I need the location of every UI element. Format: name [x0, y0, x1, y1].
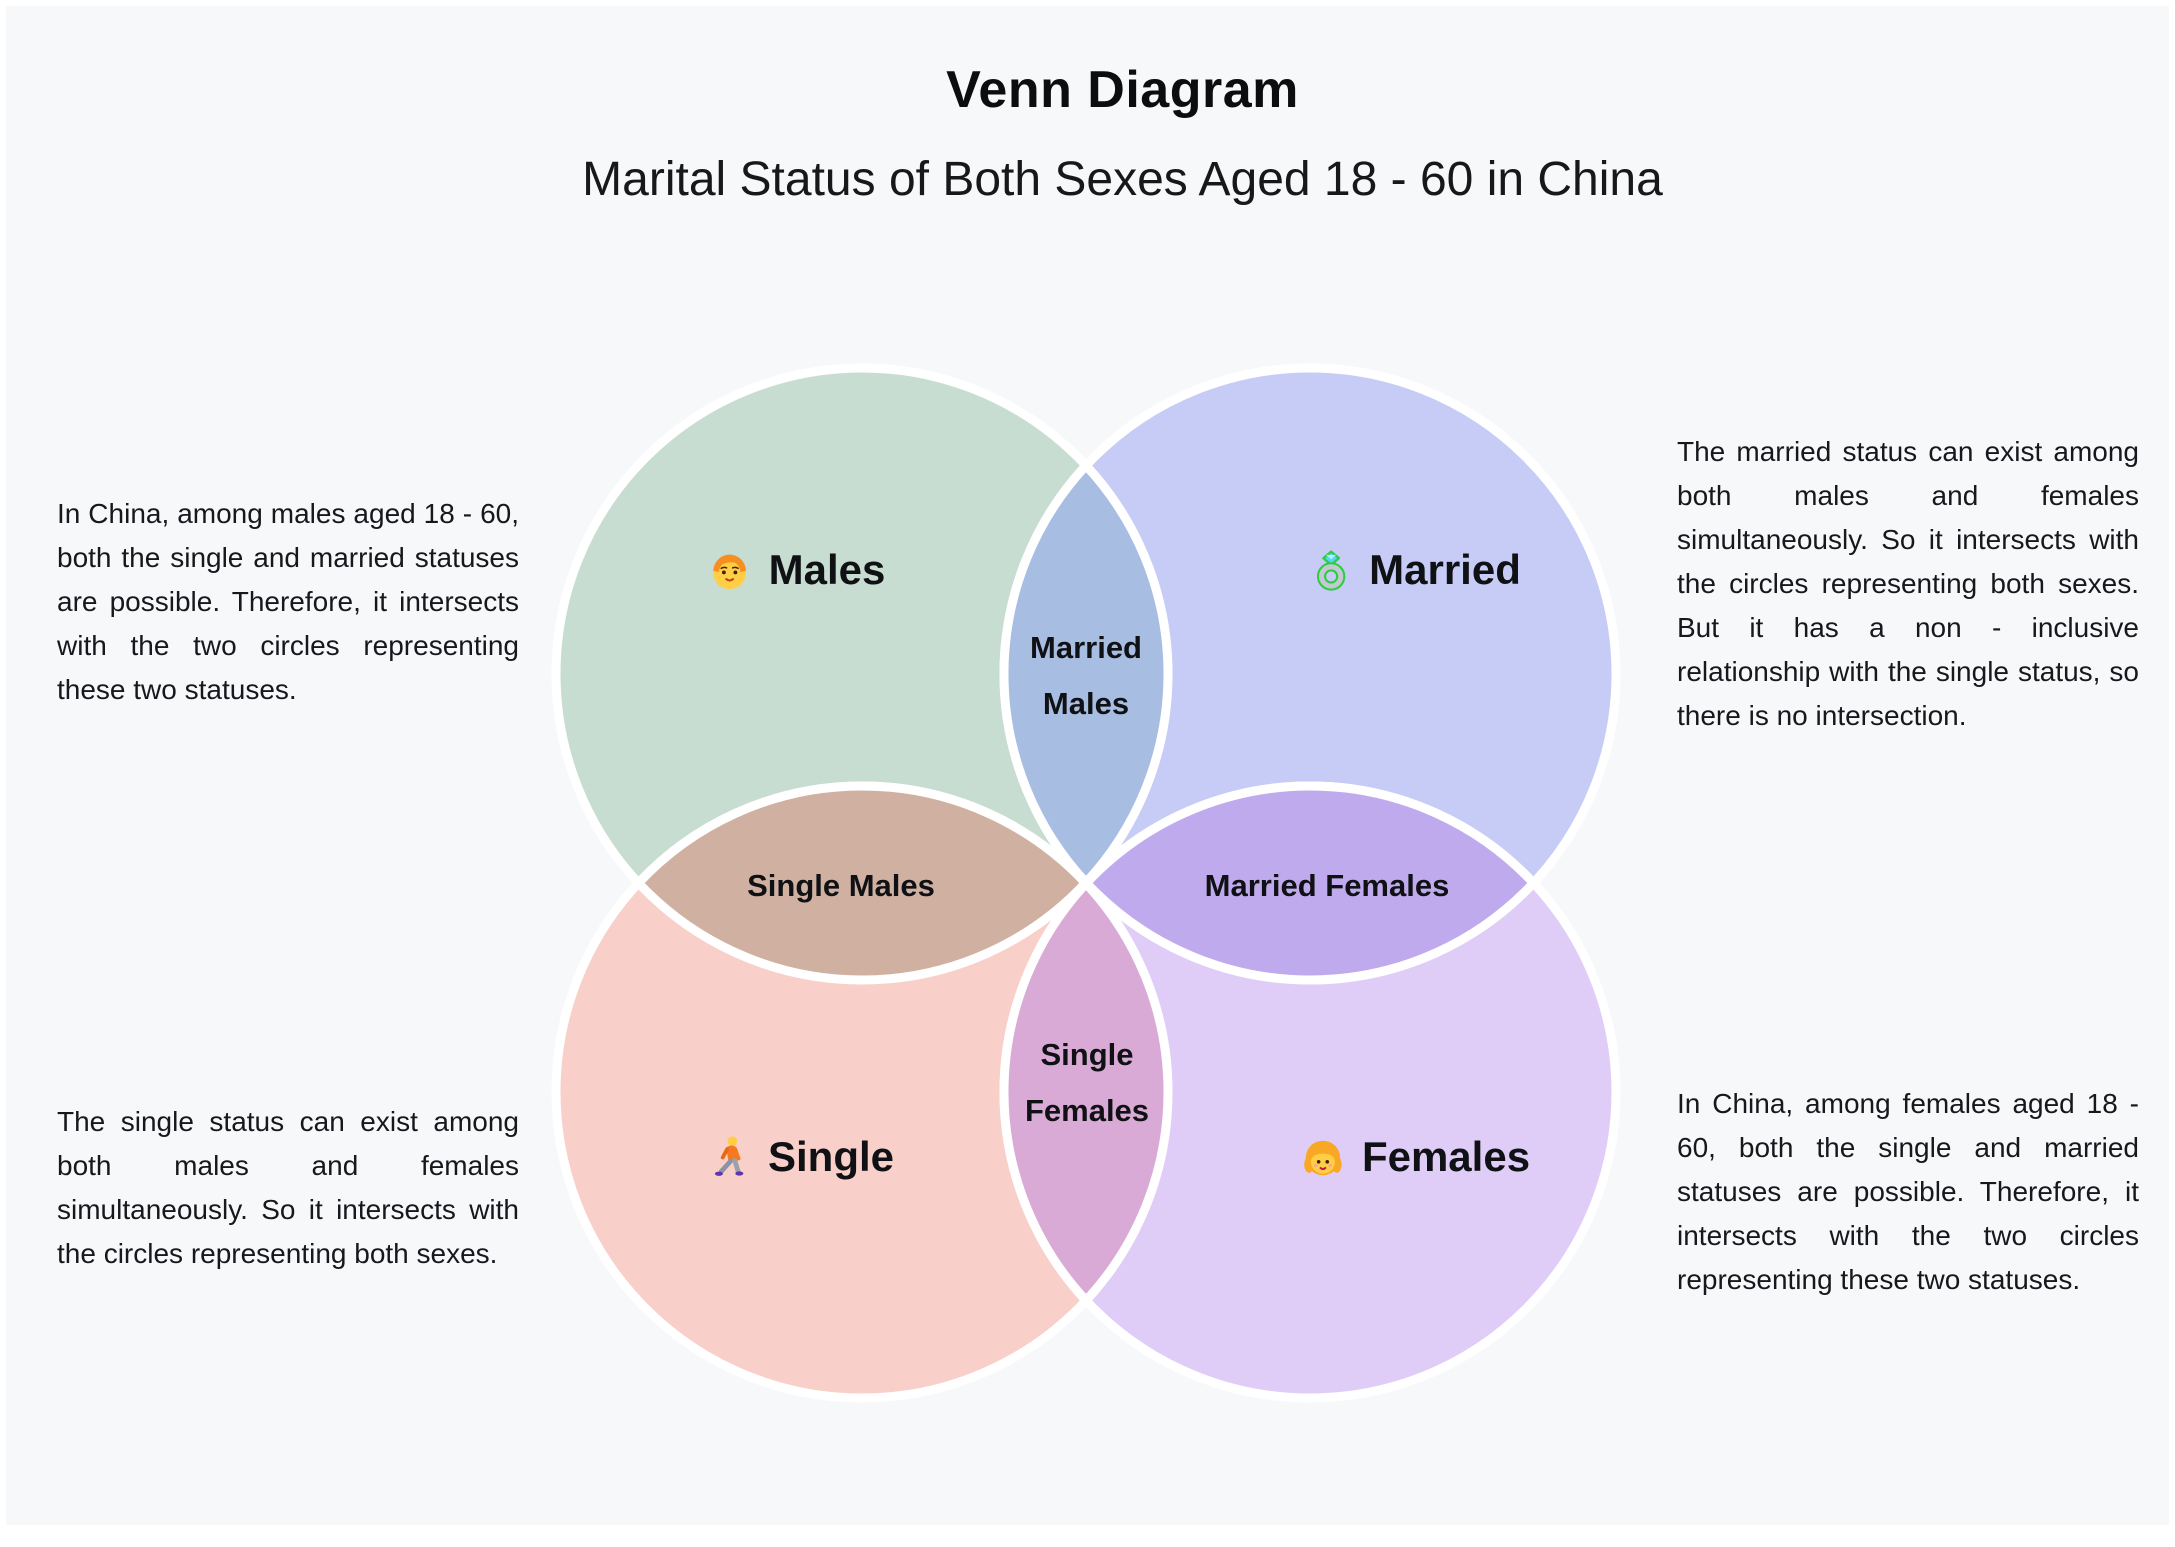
married-label-text: Married	[1369, 546, 1521, 593]
page-subtitle: Marital Status of Both Sexes Aged 18 - 6…	[582, 153, 1663, 206]
girl-emoji-icon	[1304, 1140, 1342, 1176]
married-females-lens	[1080, 781, 1540, 985]
females-label-text: Females	[1361, 1133, 1531, 1180]
walking-person-emoji-icon	[714, 1136, 744, 1176]
page-title: Venn Diagram	[946, 61, 1299, 119]
single-label: Single	[706, 1133, 894, 1181]
single-label-text: Single	[767, 1133, 895, 1180]
annotation-single: The single status can exist among both m…	[57, 1106, 519, 1269]
annotation-married: The married status can exist among both …	[1677, 436, 2139, 731]
annotation-females: In China, among females aged 18 - 60, bo…	[1677, 1088, 2139, 1295]
married-males-line1: Married	[1030, 630, 1142, 665]
females-label: Females	[1300, 1133, 1530, 1181]
single-males-label: Single Males	[747, 868, 935, 903]
males-label-text: Males	[768, 546, 886, 593]
diagram-header: Venn Diagram Marital Status of Both Sexe…	[70, 60, 2175, 207]
males-label: Males	[707, 546, 886, 594]
married-label: Married	[1309, 546, 1521, 594]
single-females-lens	[999, 876, 1173, 1308]
boy-emoji-icon	[713, 554, 746, 590]
annotation-males: In China, among males aged 18 - 60, both…	[57, 498, 519, 705]
single-females-line1: Single	[1040, 1037, 1134, 1072]
single-females-line2: Females	[1024, 1093, 1150, 1128]
single-females-label: Single Females	[1025, 1027, 1149, 1139]
married-males-label: Married Males	[1030, 620, 1142, 732]
ring-emoji-icon	[1316, 550, 1346, 591]
married-males-line2: Males	[1042, 686, 1130, 721]
married-females-label: Married Females	[1204, 868, 1450, 903]
